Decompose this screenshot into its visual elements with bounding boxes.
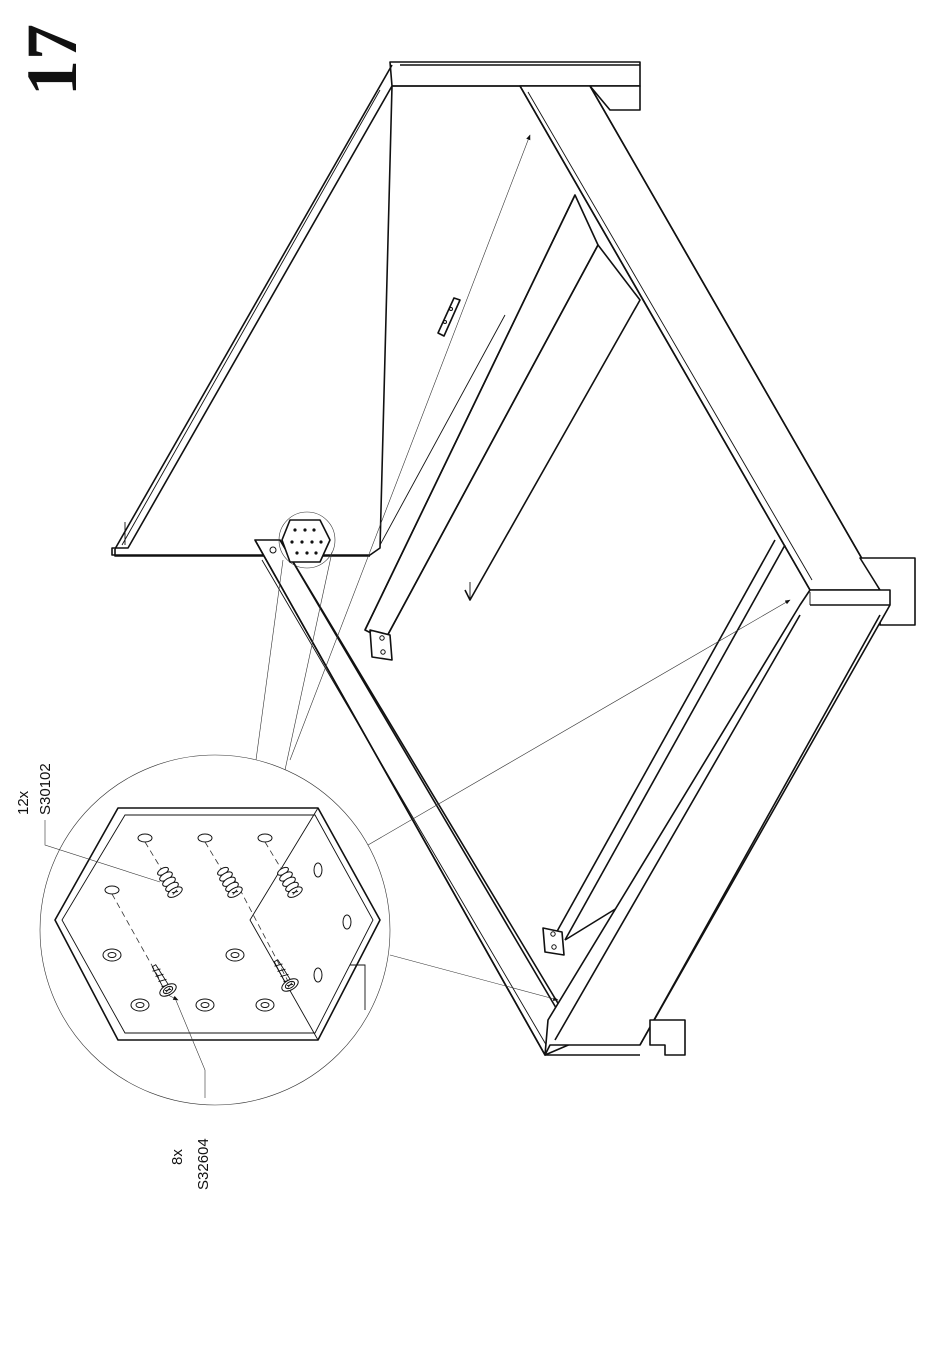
callout-screw-qty: 8x (169, 1149, 186, 1165)
step-number: 17 (12, 24, 92, 96)
callout-screw: 8x (169, 1149, 186, 1165)
headboard-bracket (438, 298, 460, 336)
footboard-foot (650, 1020, 685, 1055)
callout-dowel: 12x (15, 790, 32, 815)
zoom-leader-left (256, 560, 283, 760)
right-side-rail (520, 86, 915, 625)
corner-bracket-small (279, 512, 335, 568)
corner-plate (55, 808, 380, 1040)
footboard-panel (545, 590, 890, 1055)
callout-screw-part: S32604 (195, 1138, 212, 1190)
center-support-rail (365, 195, 640, 660)
center-rail-bracket (370, 630, 392, 660)
rail-hole (270, 547, 276, 553)
callout-dowel-qty: 12x (15, 790, 32, 815)
callout-dowel-part: S30102 (37, 763, 54, 815)
detail-zoom-circle (40, 755, 390, 1105)
